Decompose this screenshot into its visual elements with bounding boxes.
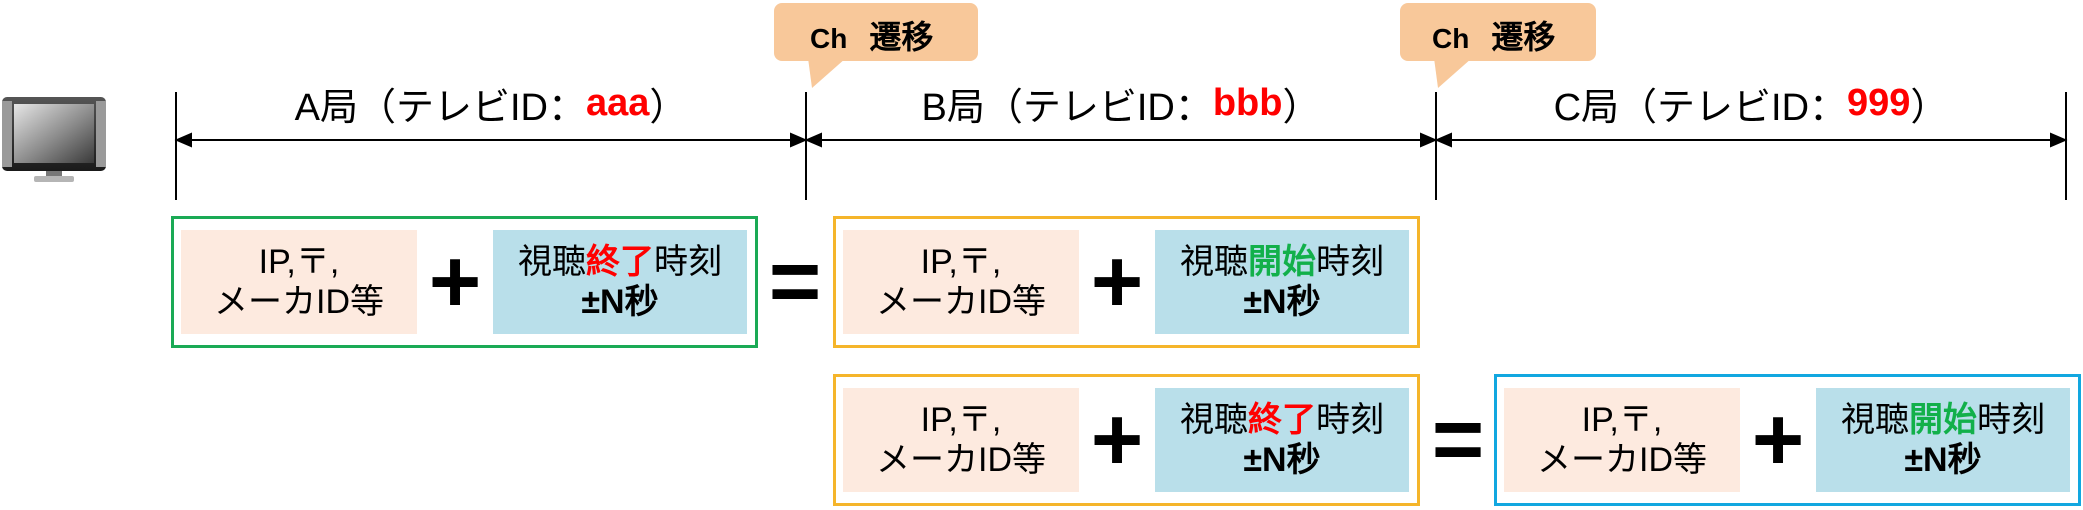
plus-sign: + [1090, 232, 1144, 332]
station-id-c: 999 [1847, 81, 1911, 124]
group-c-start [1494, 374, 2081, 506]
plus-sign: + [1090, 390, 1144, 490]
time-box-end: 視聴終了時刻 ±N秒 [493, 230, 747, 334]
station-label-b: B局（テレビID：bbb） [921, 81, 1321, 129]
callout-bubble-2 [1400, 3, 1596, 88]
time-box-end: 視聴終了時刻 ±N秒 [1155, 388, 1409, 492]
station-id-a: aaa [585, 81, 650, 124]
equals-sign: = [1431, 390, 1485, 490]
group-b-end [833, 374, 1420, 506]
callout-label: 遷移 [869, 19, 934, 55]
tv-icon [2, 97, 106, 182]
callout-text-2: Ch 遷移 [1432, 12, 1555, 58]
station-label-c: C局（テレビID：999） [1553, 81, 1949, 129]
callout-text-1: Ch 遷移 [810, 12, 933, 58]
info-box: IP,〒, メーカID等 [1504, 388, 1740, 492]
group-b-start [833, 216, 1420, 348]
plus-sign: + [1751, 390, 1805, 490]
info-box: IP,〒, メーカID等 [181, 230, 417, 334]
time-box-start: 視聴開始時刻 ±N秒 [1155, 230, 1409, 334]
station-label-a: A局（テレビID：aaa） [294, 81, 688, 129]
group-a-end [171, 216, 758, 348]
period-arrows [174, 132, 2068, 148]
station-id-b: bbb [1212, 81, 1283, 124]
callout-ch: Ch [810, 23, 848, 54]
info-box: IP,〒, メーカID等 [843, 230, 1079, 334]
timeline-boundaries [175, 92, 2067, 200]
time-box-start: 視聴開始時刻 ±N秒 [1816, 388, 2070, 492]
callout-label: 遷移 [1491, 19, 1556, 55]
info-box: IP,〒, メーカID等 [843, 388, 1079, 492]
equals-sign: = [768, 232, 822, 332]
callout-bubble-1 [774, 3, 978, 88]
callout-ch: Ch [1432, 23, 1470, 54]
plus-sign: + [428, 232, 482, 332]
